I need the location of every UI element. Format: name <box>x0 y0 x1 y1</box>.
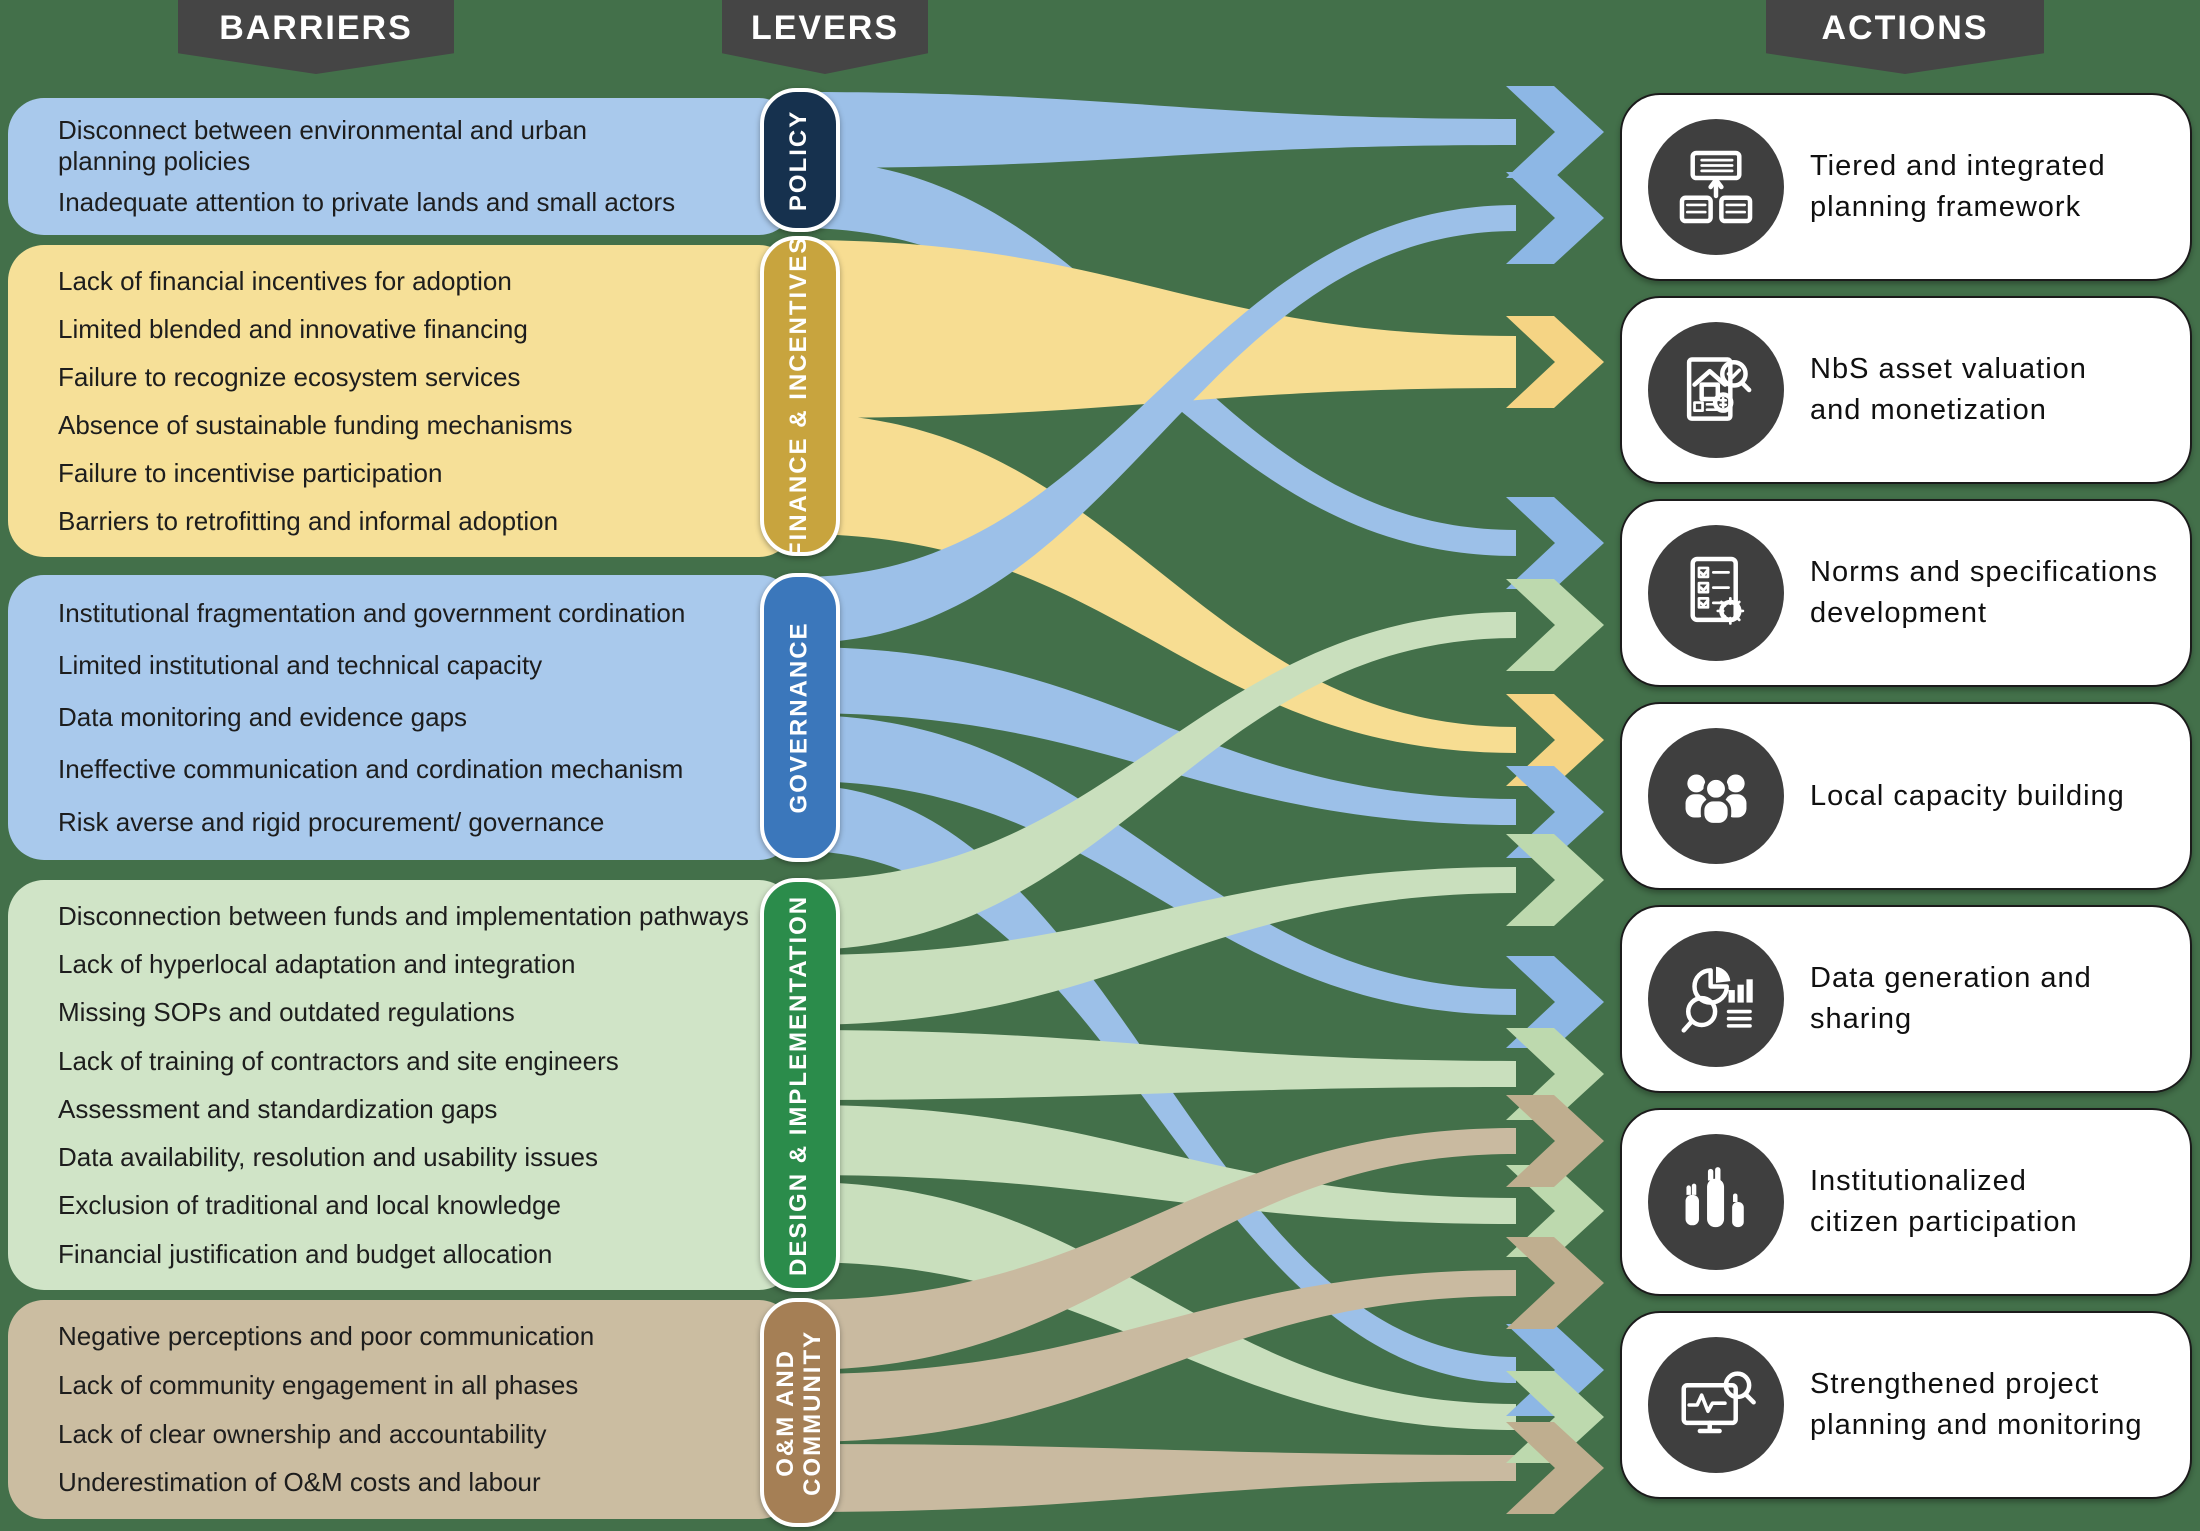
lever-governance-label: GOVERNANCE <box>785 621 813 814</box>
barrier-item: Risk averse and rigid procurement/ gover… <box>58 806 605 837</box>
barrier-item: Lack of clear ownership and accountabili… <box>58 1418 547 1449</box>
levers-header-label: LEVERS <box>750 9 900 47</box>
barrier-group-design: Disconnection between funds and implemen… <box>8 880 795 1290</box>
flow-arrow-om-a7 <box>1506 1422 1604 1514</box>
lever-om-label: O&M AND COMMUNITY <box>772 1329 827 1496</box>
action-card-nbs-valuation: NbS asset valuation and monetization <box>1620 296 2192 484</box>
action-label: Data generation and sharing <box>1810 962 2092 1035</box>
action-label: Institutionalized citizen participation <box>1810 1165 2078 1238</box>
flow-arrow-governance-a1 <box>1506 172 1604 264</box>
data-magnifier-icon <box>1648 931 1784 1067</box>
barrier-group-governance: Institutional fragmentation and governme… <box>8 575 795 860</box>
lever-finance-label: FINANCE & INCENTIVES <box>785 235 813 557</box>
flow-finance-a2 <box>800 240 1516 418</box>
barrier-item: Lack of hyperlocal adaptation and integr… <box>58 949 576 980</box>
action-label: Tiered and integrated planning framework <box>1810 150 2106 223</box>
barrier-item: Exclusion of traditional and local knowl… <box>58 1190 561 1221</box>
raised-hands-icon <box>1648 1134 1784 1270</box>
flow-finance-a4 <box>800 414 1516 753</box>
flow-arrow-finance-a2 <box>1506 316 1604 408</box>
flow-design-a6 <box>800 1105 1516 1224</box>
flow-om-a7 <box>800 1444 1516 1512</box>
flow-design-a4 <box>800 867 1516 1025</box>
flow-om-a6 <box>800 1270 1516 1442</box>
lever-policy: POLICY <box>760 88 840 232</box>
flow-arrow-design-a6 <box>1506 1165 1604 1257</box>
lever-policy-label: POLICY <box>785 109 813 211</box>
flow-arrow-design-a4 <box>1506 834 1604 926</box>
checklist-gear-icon <box>1648 525 1784 661</box>
flow-design-a5 <box>800 1030 1516 1100</box>
flow-arrow-om-a6 <box>1506 1237 1604 1329</box>
house-valuation-icon <box>1648 322 1784 458</box>
lever-design-label: DESIGN & IMPLEMENTATION <box>785 894 813 1276</box>
barrier-group-policy: Disconnect between environmental and urb… <box>8 98 795 235</box>
barrier-item: Lack of training of contractors and site… <box>58 1045 619 1076</box>
action-card-tiered-planning: Tiered and integrated planning framework <box>1620 93 2192 281</box>
barrier-item: Barriers to retrofitting and informal ad… <box>58 505 559 536</box>
action-label: Local capacity building <box>1810 779 2125 812</box>
flow-arrow-design-a3 <box>1506 579 1604 671</box>
barrier-item: Underestimation of O&M costs and labour <box>58 1467 541 1498</box>
action-card-capacity-building: Local capacity building <box>1620 702 2192 890</box>
barrier-item: Limited blended and innovative financing <box>58 313 528 344</box>
barrier-item: Absence of sustainable funding mechanism… <box>58 409 573 440</box>
flow-om-a5 <box>800 1128 1516 1370</box>
flow-design-a3 <box>800 612 1516 950</box>
barrier-group-finance: Lack of financial incentives for adoptio… <box>8 245 795 557</box>
flow-arrow-policy-a1 <box>1506 86 1604 178</box>
barrier-item: Data availability, resolution and usabil… <box>58 1142 599 1173</box>
barriers-header-label: BARRIERS <box>219 9 413 47</box>
barrier-item: Ineffective communication and cordinatio… <box>58 754 684 785</box>
flow-governance-a4 <box>800 647 1516 825</box>
barrier-item: Assessment and standardization gaps <box>58 1093 498 1124</box>
lever-design: DESIGN & IMPLEMENTATION <box>760 878 840 1292</box>
flow-arrow-om-a5 <box>1506 1095 1604 1187</box>
barrier-item: Disconnect between environmental and urb… <box>58 115 588 176</box>
barrier-item: Inadequate attention to private lands an… <box>58 187 676 218</box>
barrier-item: Negative perceptions and poor communicat… <box>58 1321 595 1352</box>
barrier-group-om: Negative perceptions and poor communicat… <box>8 1300 795 1519</box>
flow-design-a7 <box>800 1182 1516 1430</box>
barrier-item: Disconnection between funds and implemen… <box>58 900 749 931</box>
actions-header-label: ACTIONS <box>1821 9 1989 47</box>
action-card-citizen-participation: Institutionalized citizen participation <box>1620 1108 2192 1296</box>
action-label: Strengthened project planning and monito… <box>1810 1368 2143 1441</box>
flow-policy-a1 <box>800 92 1516 168</box>
barrier-item: Failure to recognize ecosystem services <box>58 361 521 392</box>
barrier-item: Limited institutional and technical capa… <box>58 649 543 680</box>
action-card-data-sharing: Data generation and sharing <box>1620 905 2192 1093</box>
flow-arrow-finance-a4 <box>1506 694 1604 786</box>
flow-arrow-governance-a5 <box>1506 956 1604 1048</box>
monitor-pulse-icon <box>1648 1337 1784 1473</box>
people-group-icon <box>1648 728 1784 864</box>
barrier-item: Missing SOPs and outdated regulations <box>58 997 515 1028</box>
flow-arrow-policy-a3 <box>1506 497 1604 589</box>
lever-om: O&M AND COMMUNITY <box>760 1298 840 1527</box>
lever-finance: FINANCE & INCENTIVES <box>760 235 840 557</box>
action-card-project-monitoring: Strengthened project planning and monito… <box>1620 1311 2192 1499</box>
barrier-item: Institutional fragmentation and governme… <box>58 597 686 628</box>
barrier-item: Lack of financial incentives for adoptio… <box>58 265 512 296</box>
barrier-item: Lack of community engagement in all phas… <box>58 1369 579 1400</box>
action-label: Norms and specifications development <box>1810 556 2158 629</box>
action-label: NbS asset valuation and monetization <box>1810 353 2087 426</box>
lever-governance: GOVERNANCE <box>760 573 840 862</box>
flow-governance-a5 <box>800 715 1516 1015</box>
hierarchy-icon <box>1648 119 1784 255</box>
action-card-norms-specs: Norms and specifications development <box>1620 499 2192 687</box>
barrier-item: Failure to incentivise participation <box>58 457 443 488</box>
barrier-item: Financial justification and budget alloc… <box>58 1238 553 1269</box>
barrier-item: Data monitoring and evidence gaps <box>58 702 468 733</box>
flow-governance-a1 <box>800 205 1516 643</box>
